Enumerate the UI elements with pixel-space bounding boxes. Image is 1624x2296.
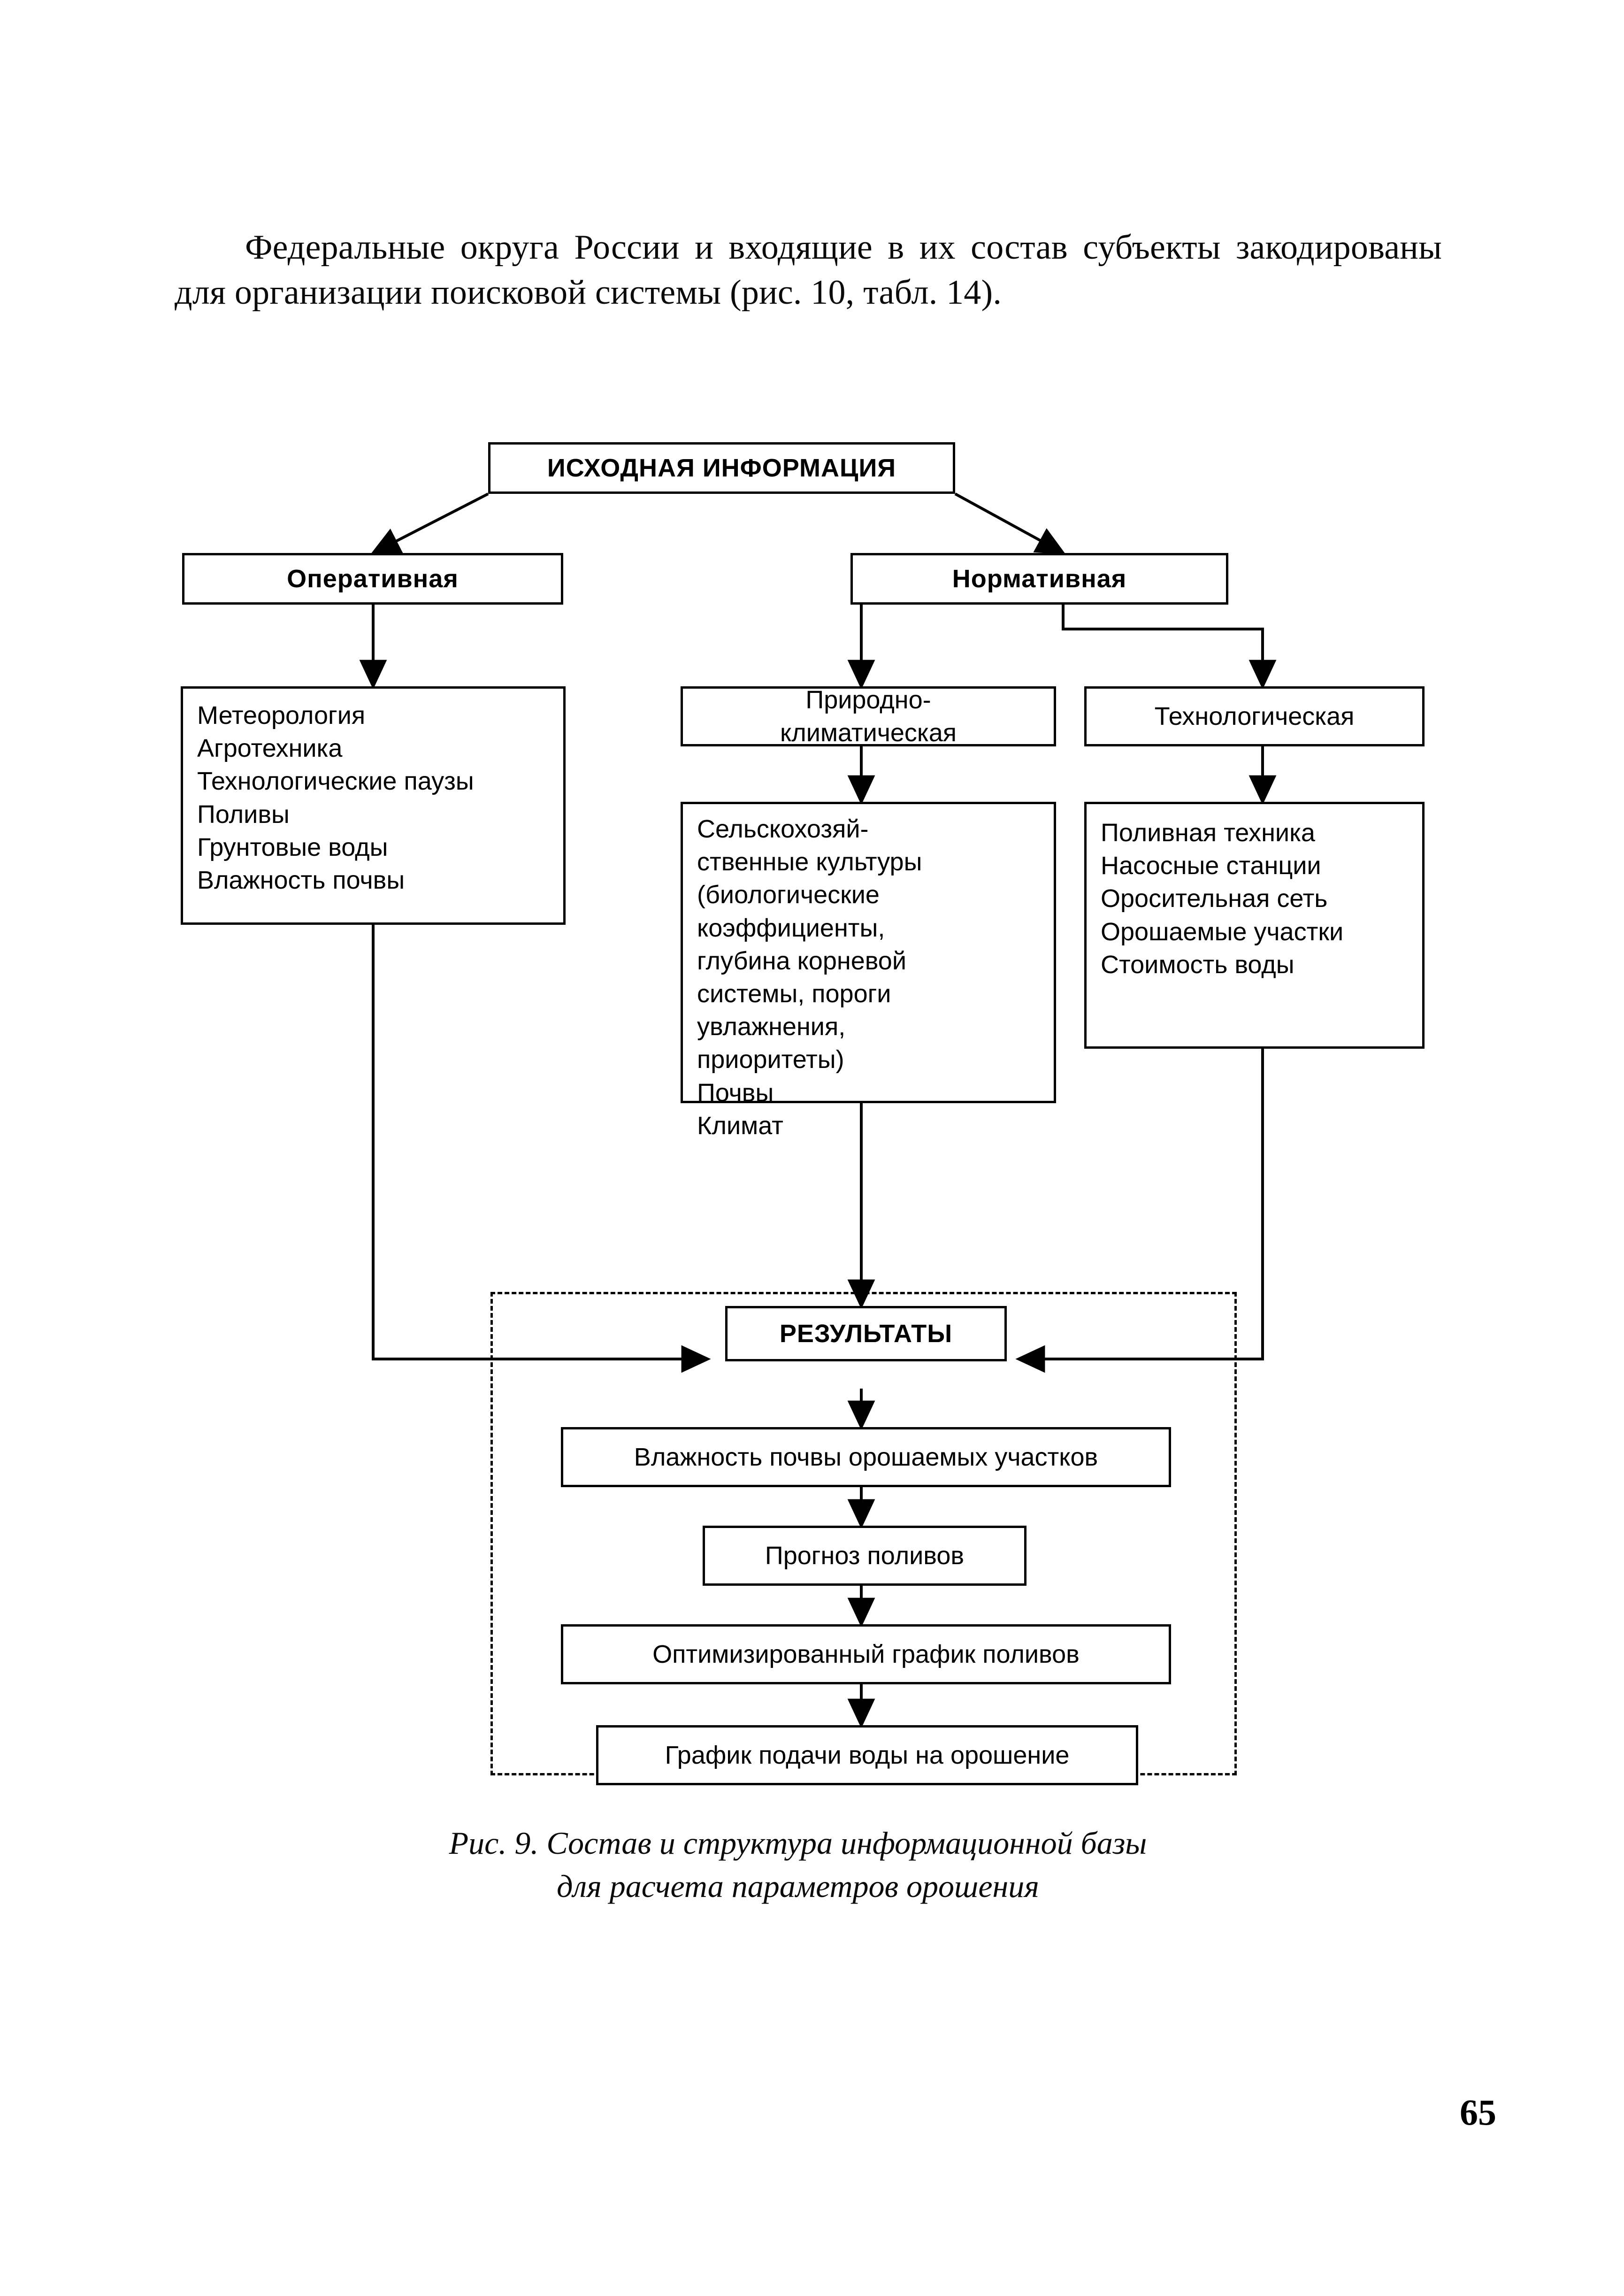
node-label: РЕЗУЛЬТАТЫ bbox=[779, 1319, 953, 1348]
node-label: Прогноз поливов bbox=[765, 1541, 965, 1570]
figure-9-diagram: ИСХОДНАЯ ИНФОРМАЦИЯ Оперативная Норматив… bbox=[0, 422, 1624, 1807]
list-item: Метеорология bbox=[197, 701, 366, 729]
node-result-water-supply-schedule[interactable]: График подачи воды на орошение bbox=[596, 1725, 1138, 1785]
list-item: Поливы bbox=[197, 800, 290, 829]
arrow-normative-to-technological bbox=[1062, 605, 1277, 690]
node-label: Влажность почвы орошаемых участков bbox=[634, 1443, 1098, 1471]
node-results[interactable]: РЕЗУЛЬТАТЫ bbox=[725, 1306, 1007, 1361]
list-item: Климат bbox=[697, 1111, 783, 1140]
list-item: Почвы bbox=[697, 1078, 774, 1107]
list-item: Грунтовые воды bbox=[197, 833, 388, 861]
node-normative[interactable]: Нормативная bbox=[850, 553, 1228, 605]
list-item: глубина корневой bbox=[697, 946, 907, 975]
node-label: Технологическая bbox=[1154, 702, 1355, 730]
node-label: График подачи воды на орошение bbox=[665, 1741, 1070, 1769]
arrow-operational-list-to-results bbox=[372, 925, 711, 1373]
list-item: (биологические bbox=[697, 881, 880, 909]
node-label: Оперативная bbox=[287, 564, 459, 593]
node-technological-items[interactable]: Поливная техника Насосные станции Оросит… bbox=[1084, 802, 1425, 1049]
arrow-technological-list-to-results bbox=[1015, 1049, 1264, 1373]
node-label-line2: климатическая bbox=[780, 719, 957, 747]
list-item: Технологические паузы bbox=[197, 767, 474, 796]
list-item: Влажность почвы bbox=[197, 866, 405, 894]
list-item: ственные культуры bbox=[697, 848, 922, 876]
node-technological[interactable]: Технологическая bbox=[1084, 686, 1425, 746]
list-item: Орошаемые участки bbox=[1101, 917, 1344, 946]
node-label-stack: Природно- климатическая bbox=[689, 683, 1048, 749]
node-natural-climatic[interactable]: Природно- климатическая bbox=[681, 683, 1056, 749]
node-result-soil-moisture[interactable]: Влажность почвы орошаемых участков bbox=[561, 1427, 1171, 1487]
figure-caption-line-1: Рис. 9. Состав и структура информационно… bbox=[449, 1825, 1147, 1861]
node-crops-details[interactable]: Сельскохозяй- ственные культуры (биологи… bbox=[681, 802, 1056, 1140]
list-item: Оросительная сеть bbox=[1101, 884, 1328, 913]
node-result-irrigation-forecast[interactable]: Прогноз поливов bbox=[703, 1526, 1026, 1586]
diagram-connectors bbox=[359, 492, 1277, 1728]
figure-caption-line-2: для расчета параметров орошения bbox=[557, 1868, 1039, 1904]
arrow-root-to-operational bbox=[370, 492, 489, 555]
node-label-line1: Природно- bbox=[805, 685, 931, 714]
node-operational-items[interactable]: Метеорология Агротехника Технологические… bbox=[181, 686, 566, 925]
node-label: ИСХОДНАЯ ИНФОРМАЦИЯ bbox=[547, 453, 896, 482]
page-number: 65 bbox=[1460, 2092, 1496, 2133]
list-item: Стоимость воды bbox=[1101, 950, 1295, 979]
node-result-optimized-schedule[interactable]: Оптимизированный график поливов bbox=[561, 1624, 1171, 1684]
node-label: Оптимизированный график поливов bbox=[652, 1640, 1080, 1668]
list-item: Насосные станции bbox=[1101, 852, 1321, 880]
list-item: Поливная техника bbox=[1101, 819, 1315, 847]
list-item: Агротехника bbox=[197, 734, 343, 763]
node-label: Нормативная bbox=[952, 564, 1127, 593]
arrow-root-to-normative bbox=[954, 492, 1066, 555]
intro-paragraph: Федеральные округа России и входящие в и… bbox=[175, 228, 1442, 312]
list-item: коэффициенты, bbox=[697, 914, 885, 942]
node-source-information[interactable]: ИСХОДНАЯ ИНФОРМАЦИЯ bbox=[488, 442, 955, 494]
node-operational[interactable]: Оперативная bbox=[182, 553, 563, 605]
figure-caption: Рис. 9. Состав и структура информационно… bbox=[282, 1821, 1314, 1908]
list-item: Сельскохозяй- bbox=[697, 815, 869, 843]
list-item: системы, пороги bbox=[697, 979, 891, 1008]
list-item: приоритеты) bbox=[697, 1045, 844, 1074]
list-item: увлажнения, bbox=[697, 1013, 846, 1041]
